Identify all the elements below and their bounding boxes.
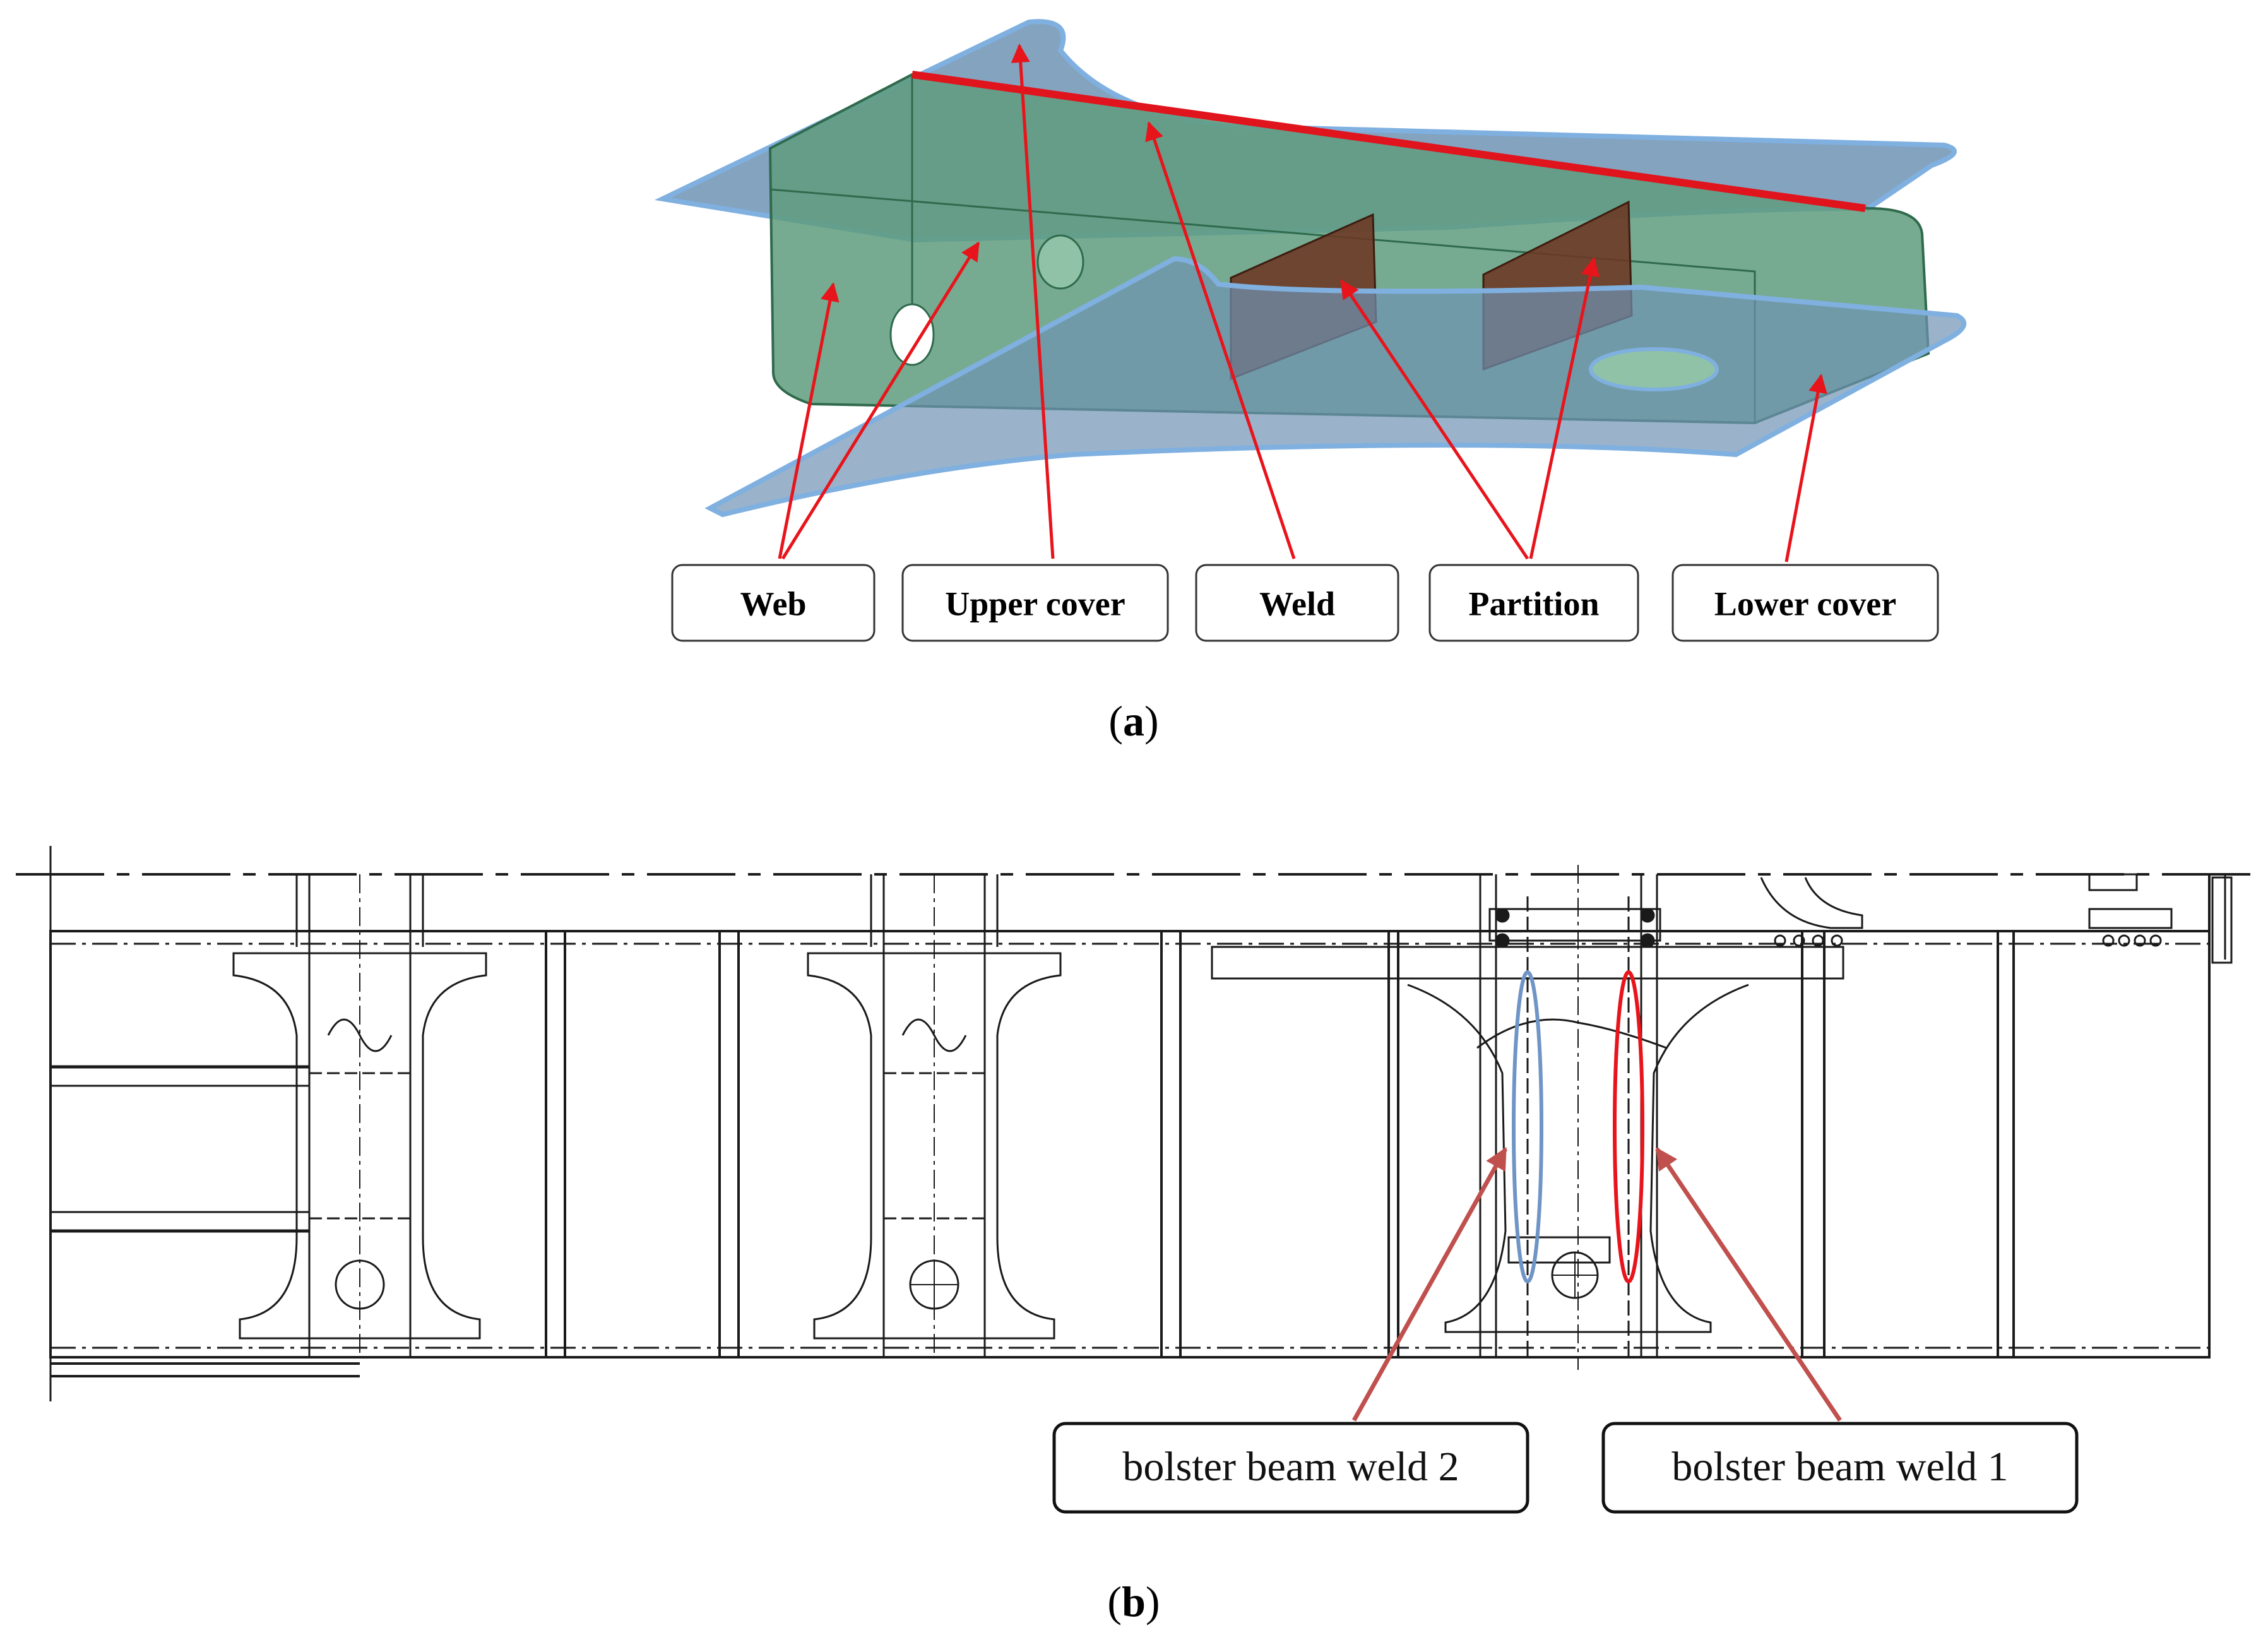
label-weld1: bolster beam weld 1 (1601, 1422, 2079, 1514)
lower-cover-plate (704, 256, 1967, 518)
arrow-upper-cover (1011, 44, 1055, 559)
label-weld-text: Weld (1259, 585, 1335, 622)
label-lower-cover-text: Lower cover (1714, 585, 1896, 622)
caption-a-letter: a (1123, 697, 1144, 745)
panel-a-3d-model: Web Upper cover Weld Partition Lower cov… (654, 19, 1967, 745)
arrow-partition-1 (1339, 279, 1529, 560)
arrow-weld1 (1655, 1147, 1842, 1422)
arrow-web-1 (778, 282, 840, 559)
crossbeam-1 (232, 874, 487, 1357)
label-web: Web (671, 564, 876, 642)
weld2-ellipse (1512, 970, 1543, 1283)
bolster-beam (1211, 865, 1863, 1370)
web-hole-1 (889, 303, 935, 366)
label-partition-box (1428, 564, 1639, 642)
arrow-weld (1145, 121, 1296, 559)
label-weld2-box (1052, 1422, 1529, 1514)
weld1-ellipse (1613, 970, 1644, 1283)
web-hole-2 (1036, 234, 1084, 290)
arrow-web-2 (781, 241, 980, 560)
caption-b: (b) (1107, 1578, 1160, 1626)
label-weld-box (1195, 564, 1399, 642)
label-weld: Weld (1195, 564, 1399, 642)
arrow-lower-cover (1784, 374, 1827, 562)
panel-b-2d-drawing (16, 846, 2263, 1422)
caption-b-letter: b (1122, 1578, 1146, 1626)
label-weld2-text: bolster beam weld 2 (1122, 1444, 1459, 1490)
label-partition: Partition (1428, 564, 1639, 642)
stiffeners (545, 931, 2015, 1357)
label-upper-cover-text: Upper cover (945, 585, 1125, 622)
weld-line (911, 71, 1866, 212)
label-partition-text: Partition (1469, 585, 1600, 622)
beam-outline (49, 930, 2211, 1359)
label-upper-cover-box (901, 564, 1169, 642)
label-lower-cover: Lower cover (1671, 564, 1939, 642)
label-weld2: bolster beam weld 2 (1052, 1422, 1529, 1514)
caption-a: (a) (1108, 697, 1158, 745)
label-lower-cover-box (1671, 564, 1939, 642)
lower-cover-hole (1589, 347, 1719, 391)
label-upper-cover: Upper cover (901, 564, 1169, 642)
crossbeam-2 (807, 874, 1062, 1357)
panel-a-arrows (778, 44, 1827, 562)
arrow-weld2 (1351, 1146, 1508, 1422)
label-web-text: Web (740, 585, 806, 622)
label-web-box (671, 564, 876, 642)
label-weld1-text: bolster beam weld 1 (1671, 1444, 2008, 1490)
arrow-partition-2 (1529, 257, 1600, 559)
label-weld1-box (1601, 1422, 2079, 1514)
right-end-fitting (2088, 873, 2233, 964)
